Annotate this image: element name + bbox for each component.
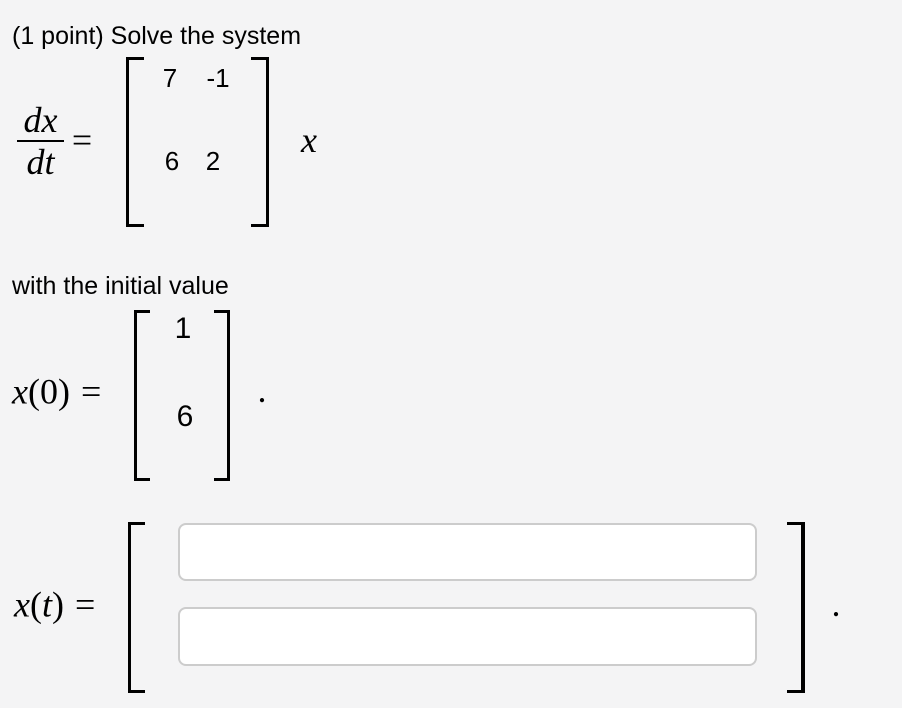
x-symbol: x	[14, 584, 30, 625]
matrix-left-bracket	[126, 57, 144, 227]
period: .	[257, 370, 267, 410]
argument-t: t	[41, 584, 52, 625]
equals-sign: =	[75, 584, 96, 625]
matrix-cell: 6	[164, 146, 180, 176]
answer-left-bracket	[128, 522, 145, 693]
fraction-bar	[17, 140, 64, 142]
matrix-cell: -1	[206, 63, 230, 93]
answer-input-row2[interactable]	[178, 607, 757, 666]
equals-sign: =	[71, 120, 93, 160]
instruction-text: Solve the system	[110, 22, 302, 50]
matrix-cell: 2	[205, 146, 221, 176]
fraction-numerator: dx	[23, 100, 58, 140]
initial-value-text: with the initial value	[12, 272, 229, 300]
derivative-fraction: dx dt	[17, 100, 64, 182]
open-paren: (	[29, 584, 42, 625]
vector-cell: 1	[174, 312, 192, 345]
argument-zero: 0	[39, 371, 58, 412]
open-paren: (	[27, 371, 40, 412]
matrix-right-bracket	[251, 57, 269, 227]
close-paren: )	[52, 584, 64, 625]
period: .	[831, 584, 841, 624]
equals-sign: =	[80, 371, 102, 412]
matrix-cell: 7	[162, 63, 178, 93]
fraction-denominator: dt	[26, 142, 55, 182]
answer-label: x(t) =	[14, 585, 95, 626]
vector-x-symbol: x	[301, 120, 317, 160]
answer-right-bracket	[787, 522, 805, 693]
problem-statement: (1 point) Solve the system	[12, 22, 301, 50]
vector-left-bracket	[134, 310, 150, 481]
answer-input-row1[interactable]	[178, 523, 757, 581]
close-paren: )	[57, 371, 70, 412]
initial-value-label: x(0)=	[12, 372, 101, 413]
x-symbol: x	[12, 371, 28, 412]
vector-right-bracket	[214, 310, 230, 481]
vector-cell: 6	[176, 400, 194, 433]
points-label: (1 point)	[12, 22, 104, 50]
